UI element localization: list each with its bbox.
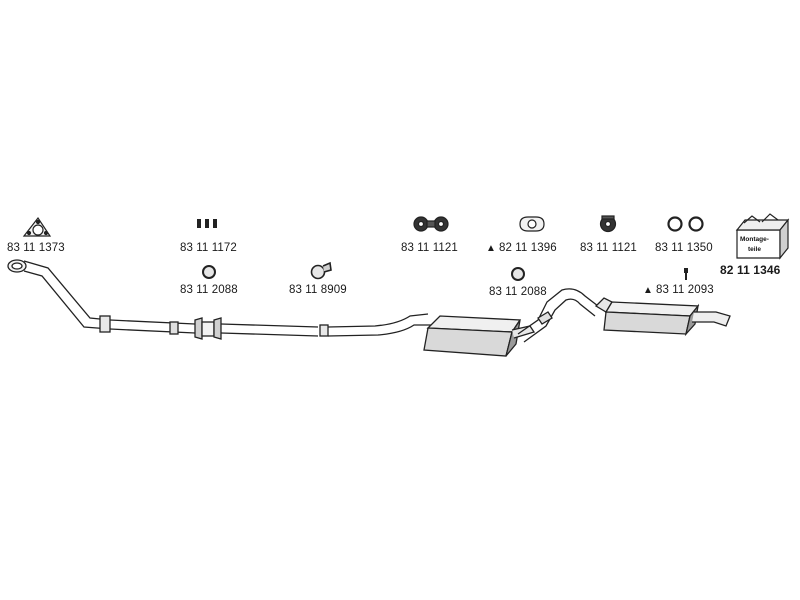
rear-muffler: [594, 297, 731, 337]
part-number: 82 11 1396: [499, 242, 557, 254]
mounting-kit-box-icon: Montage- teile: [735, 213, 790, 260]
part-label-p3: 83 11 2088: [180, 284, 238, 296]
front-muffler: [423, 315, 536, 357]
part-number: 83 11 2088: [180, 284, 238, 296]
pipe-clamp-icon: [310, 261, 332, 280]
part-number: 82 11 1346: [720, 263, 781, 277]
part-number: 83 11 1373: [7, 242, 65, 254]
gasket-icon: [519, 216, 545, 232]
part-label-p11: 82 11 1346: [720, 263, 780, 277]
part-label-p2: 83 11 1172: [180, 242, 237, 254]
part-number: 83 11 1121: [401, 242, 458, 254]
kit-box-label-line1: Montage-: [740, 236, 769, 243]
triangle-marker-icon: ▲: [486, 243, 496, 254]
kit-box-label-line2: teile: [748, 246, 761, 253]
bolt-icon: [684, 268, 688, 280]
part-label-p7: 83 11 2088: [489, 286, 547, 298]
ring-clamp-icon: [511, 267, 525, 281]
part-label-p1: 83 11 1373: [7, 242, 65, 254]
rear-intermediate-pipe: [517, 288, 599, 343]
o-rings-icon: [667, 216, 704, 232]
part-number: 83 11 1350: [655, 242, 713, 254]
part-number: 83 11 8909: [289, 284, 347, 296]
center-pipe: [319, 313, 432, 337]
front-downpipe: [7, 259, 111, 333]
exhaust-system: [7, 259, 731, 357]
part-number: 83 11 1121: [580, 242, 637, 254]
part-label-p5: 83 11 1121: [401, 242, 458, 254]
part-label-p9: 83 11 1350: [655, 242, 713, 254]
rubber-blocks-icon: [197, 219, 217, 228]
rubber-hanger-icon: [413, 216, 449, 232]
part-label-p4: 83 11 8909: [289, 284, 347, 296]
triangle-marker-icon: ▲: [643, 285, 653, 296]
part-label-p6: ▲82 11 1396: [486, 242, 557, 254]
ring-clamp-icon: [202, 265, 216, 279]
rubber-hanger-icon: [599, 215, 617, 233]
part-number: 83 11 2088: [489, 286, 547, 298]
flange-gasket-icon: [22, 216, 52, 237]
part-label-p10: ▲83 11 2093: [643, 284, 714, 296]
part-number: 83 11 2093: [656, 284, 714, 296]
front-intermediate-pipe: [109, 317, 319, 340]
part-number: 83 11 1172: [180, 242, 237, 254]
part-label-p8: 83 11 1121: [580, 242, 637, 254]
